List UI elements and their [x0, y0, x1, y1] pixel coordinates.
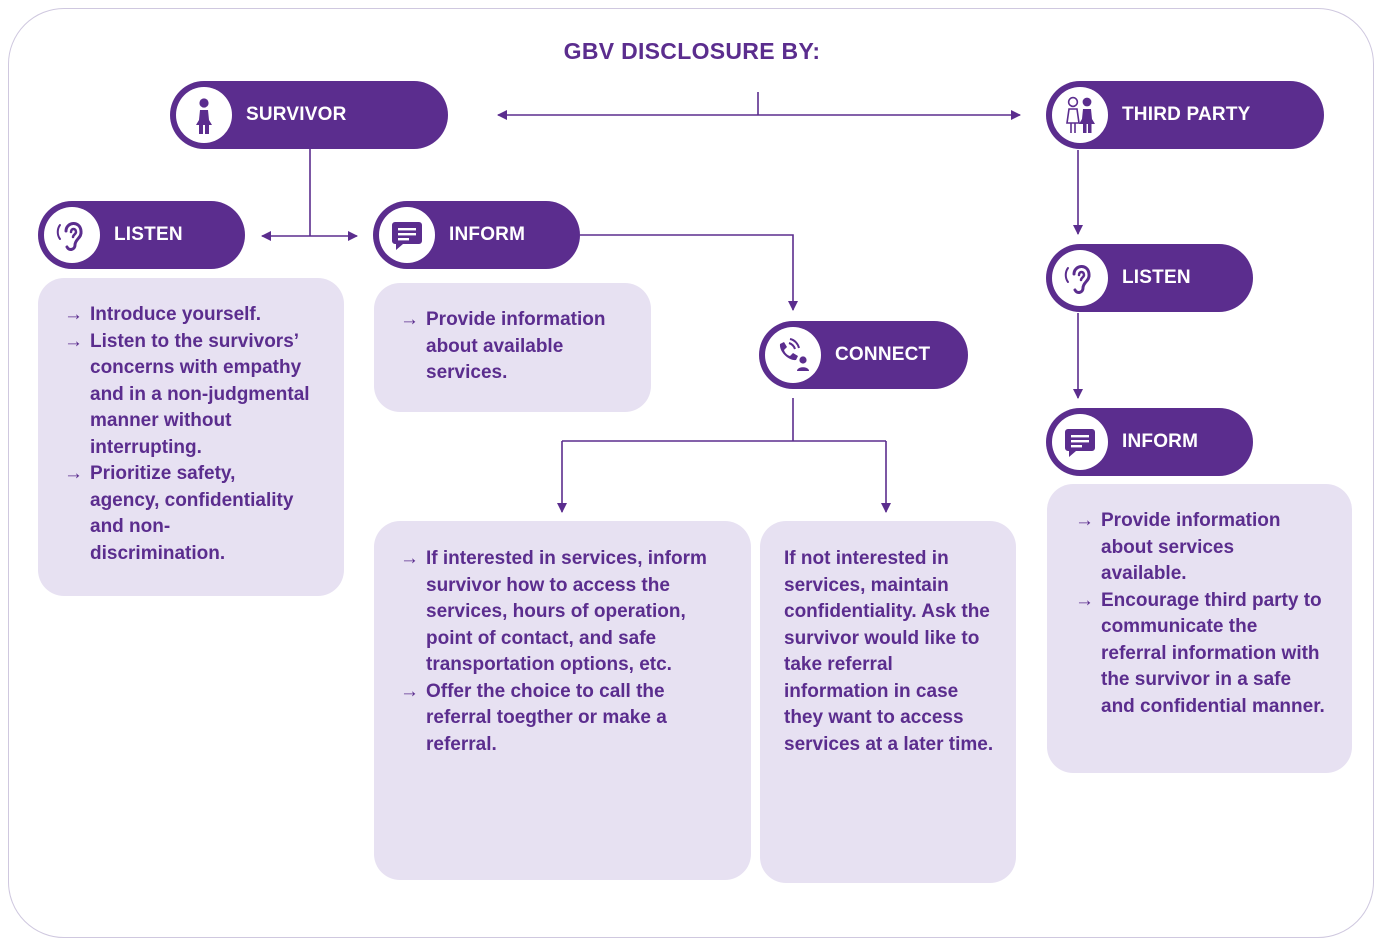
node-survivor-label: SURVIVOR: [246, 104, 347, 125]
connector-lines: [261, 92, 1083, 513]
node-inform-left: INFORM: [373, 201, 580, 269]
list-item: →If interested in services, inform survi…: [400, 548, 707, 675]
node-third-party-label: THIRD PARTY: [1122, 104, 1251, 125]
box-connect-interested: →If interested in services, inform survi…: [374, 521, 751, 880]
node-third-party: THIRD PARTY: [1046, 81, 1324, 149]
ear-icon: [1052, 250, 1108, 306]
arrow-bullet-icon: →: [1075, 510, 1094, 531]
box-connect-not-interested: If not interested in services, maintain …: [760, 521, 1016, 883]
arrow-bullet-icon: →: [64, 304, 83, 325]
list-item: →Offer the choice to call the referral t…: [400, 680, 667, 755]
arrow-bullet-icon: →: [64, 330, 83, 352]
connect-icon: [765, 327, 821, 383]
arrow-inform-to-connect: [580, 234, 798, 311]
node-connect-label: CONNECT: [835, 344, 931, 365]
box-inform-right: →Provide information about services avai…: [1047, 484, 1352, 773]
arrow-bullet-icon: →: [1075, 589, 1094, 611]
arrow-bullet-icon: →: [400, 680, 419, 702]
speech-bubble-icon: [379, 207, 435, 263]
person-icon: [176, 87, 232, 143]
list-item: →Provide information about services avai…: [1075, 510, 1281, 584]
list-item: →Prioritize safety, agency, confidential…: [64, 463, 294, 564]
node-connect: CONNECT: [759, 321, 968, 389]
arrow-bullet-icon: →: [400, 548, 419, 569]
node-inform-right-label: INFORM: [1122, 431, 1199, 452]
node-listen-left: LISTEN: [38, 201, 245, 269]
node-listen-left-label: LISTEN: [114, 224, 183, 245]
list-item: →Encourage third party to communicate th…: [1075, 589, 1325, 717]
node-inform-left-label: INFORM: [449, 224, 526, 245]
box-inform-left: →Provide information about available ser…: [374, 283, 651, 412]
emphasis-interested: If interested in services,: [426, 548, 643, 569]
list-item: →Provide information about available ser…: [400, 309, 606, 383]
diagram-title: GBV DISCLOSURE BY:: [563, 38, 821, 64]
not-interested-text: If not interested in services, maintain …: [784, 548, 994, 755]
ear-icon: [44, 207, 100, 263]
list-item: →Introduce yourself.: [64, 302, 324, 329]
arrow-bullet-icon: →: [400, 309, 419, 330]
node-listen-right: LISTEN: [1046, 244, 1253, 312]
node-inform-right: INFORM: [1046, 408, 1253, 476]
emphasis-not-interested: If not interested in services,: [784, 548, 949, 596]
two-people-icon: [1052, 87, 1108, 143]
list-item: →Listen to the survivors’ concerns with …: [64, 330, 310, 458]
box-listen-left: →Introduce yourself. →Listen to the surv…: [38, 278, 344, 596]
node-listen-right-label: LISTEN: [1122, 267, 1191, 288]
node-survivor: SURVIVOR: [170, 81, 448, 149]
speech-bubble-icon: [1052, 414, 1108, 470]
arrow-bullet-icon: →: [64, 463, 83, 484]
